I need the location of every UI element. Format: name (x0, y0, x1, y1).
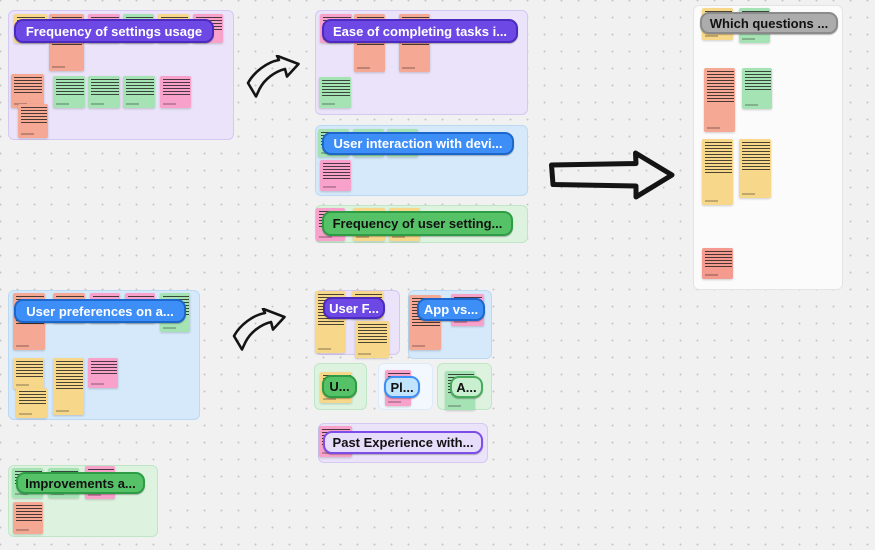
sticky-author-label (745, 104, 758, 106)
sticky-text (16, 361, 43, 377)
sticky-text (358, 324, 388, 343)
sticky-author-label (357, 67, 370, 69)
section-title-user-preferences[interactable]: User preferences on a... (14, 299, 186, 323)
block-arrow-right-icon[interactable] (548, 150, 676, 200)
sticky-author-label (319, 236, 332, 238)
sticky-note-yellow[interactable] (702, 139, 733, 205)
sticky-note-salmon[interactable] (18, 104, 48, 138)
sticky-author-label (323, 398, 336, 400)
section-title-ease-completing-tasks[interactable]: Ease of completing tasks i... (322, 19, 518, 43)
sticky-note-pink[interactable] (160, 76, 191, 108)
sticky-note-green[interactable] (88, 76, 120, 108)
sticky-text (19, 391, 46, 406)
sticky-note-yellow[interactable] (355, 321, 389, 358)
sticky-text (705, 142, 732, 175)
sticky-text (91, 79, 119, 95)
sticky-text (16, 505, 42, 521)
sticky-author-label (15, 493, 28, 495)
sticky-author-label (402, 67, 415, 69)
sticky-author-label (705, 35, 718, 37)
section-title-frequency-settings-usage[interactable]: Frequency of settings usage (14, 19, 214, 43)
sticky-author-label (322, 103, 335, 105)
sticky-text (56, 361, 83, 390)
sticky-author-label (91, 383, 104, 385)
section-title-user-f[interactable]: User F... (323, 297, 385, 319)
section-title-frequency-user-settings[interactable]: Frequency of user setting... (322, 211, 513, 236)
sticky-note-yellow[interactable] (739, 139, 771, 198)
sticky-author-label (392, 236, 405, 238)
sticky-author-label (16, 384, 29, 386)
sticky-author-label (705, 274, 718, 276)
sticky-author-label (56, 410, 69, 412)
sticky-text (742, 142, 770, 172)
sticky-author-label (705, 200, 718, 202)
sticky-note-yellow[interactable] (53, 358, 84, 415)
sticky-text (322, 80, 350, 96)
section-title-a-group[interactable]: A... (450, 376, 483, 398)
sticky-note-yellow[interactable] (13, 358, 44, 389)
sticky-text (91, 361, 117, 376)
sticky-author-label (454, 321, 467, 323)
sticky-note-green[interactable] (319, 77, 351, 108)
sticky-note-green[interactable] (123, 76, 155, 108)
sticky-author-label (448, 405, 461, 407)
sticky-author-label (52, 66, 65, 68)
sticky-text (56, 79, 84, 95)
section-title-which-questions[interactable]: Which questions ... (700, 12, 838, 34)
sticky-note-yellow[interactable] (16, 388, 47, 418)
sticky-author-label (21, 133, 34, 135)
sticky-text (163, 79, 190, 95)
sticky-author-label (91, 103, 104, 105)
sticky-note-salmon[interactable] (11, 74, 44, 108)
sticky-note-green[interactable] (53, 76, 85, 108)
sketch-arrow-top-icon[interactable] (243, 55, 303, 103)
section-title-u-group[interactable]: U... (322, 375, 357, 398)
sticky-author-label (16, 345, 29, 347)
section-title-past-experience[interactable]: Past Experience with... (323, 431, 483, 454)
sticky-text (126, 79, 154, 95)
section-title-user-interaction-devices[interactable]: User interaction with devi... (322, 132, 514, 155)
sticky-note-red[interactable] (702, 248, 733, 279)
sticky-text (14, 77, 43, 94)
sticky-author-label (742, 38, 755, 40)
sticky-author-label (707, 127, 720, 129)
sticky-note-pink[interactable] (320, 160, 351, 191)
sticky-author-label (163, 327, 176, 329)
sticky-author-label (163, 103, 176, 105)
sticky-author-label (51, 493, 64, 495)
section-title-pl-group[interactable]: Pl... (384, 376, 420, 398)
section-title-app-vs[interactable]: App vs... (417, 298, 485, 321)
sticky-author-label (16, 529, 29, 531)
sticky-text (21, 107, 47, 124)
sticky-author-label (412, 345, 425, 347)
sticky-note-pink[interactable] (88, 358, 118, 388)
sticky-note-salmon[interactable] (13, 502, 43, 534)
sticky-author-label (388, 401, 401, 403)
sticky-note-green[interactable] (742, 68, 772, 109)
sticky-text (705, 251, 732, 267)
sticky-text (323, 163, 350, 179)
sticky-author-label (358, 353, 371, 355)
sticky-note-salmon[interactable] (704, 68, 735, 132)
sticky-author-label (19, 413, 32, 415)
sticky-author-label (356, 236, 369, 238)
sketch-arrow-bottom-icon[interactable] (228, 308, 290, 356)
sticky-author-label (318, 348, 331, 350)
sticky-text (707, 71, 734, 103)
section-title-improvements[interactable]: Improvements a... (16, 472, 145, 494)
sticky-author-label (88, 494, 101, 496)
sticky-author-label (126, 103, 139, 105)
sticky-author-label (742, 193, 755, 195)
sticky-text (745, 71, 771, 92)
sticky-author-label (56, 103, 69, 105)
sticky-author-label (323, 186, 336, 188)
